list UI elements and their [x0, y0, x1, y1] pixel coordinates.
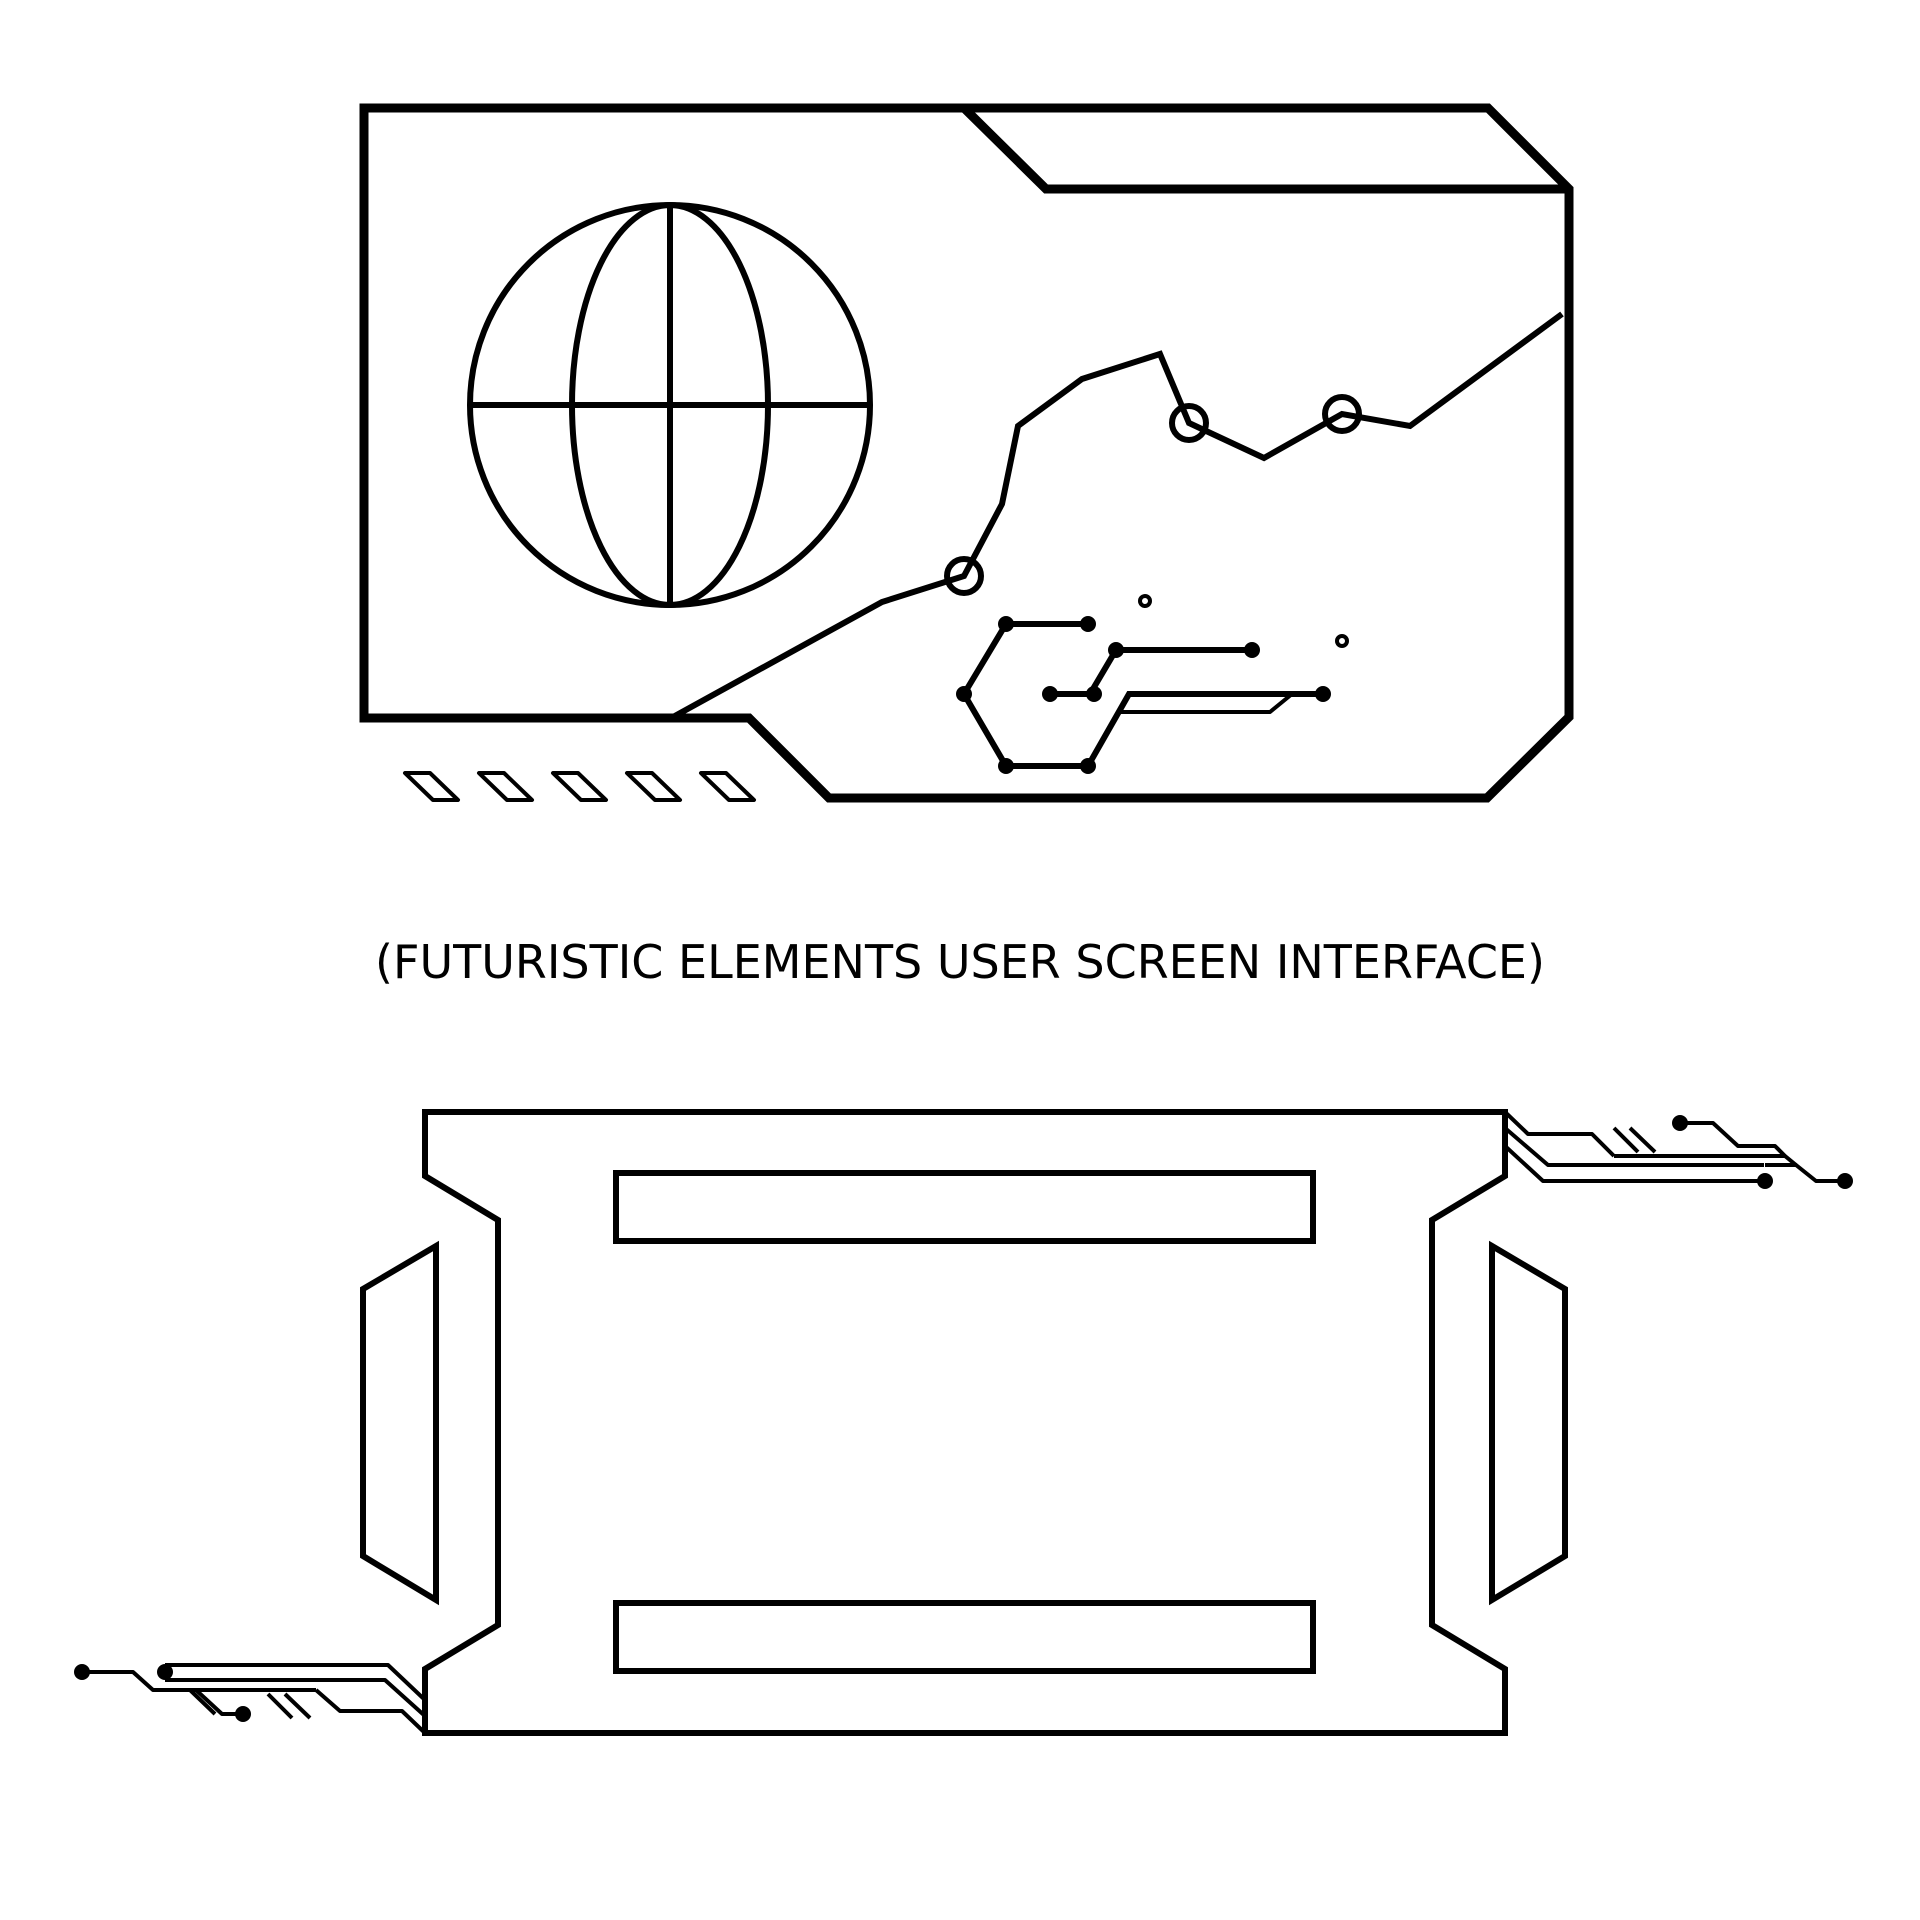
circuit-trace-top-right: [1503, 1110, 1853, 1189]
illustration-caption: (FUTURISTIC ELEMENTS USER SCREEN INTERFA…: [375, 935, 1545, 989]
circuit-trace-bottom-left: [74, 1663, 427, 1735]
bottom-panel-frame: [422, 1109, 1508, 1736]
top-bar-slot: [613, 1170, 1316, 1244]
bottom-bar-slot: [613, 1600, 1316, 1674]
top-hud-panel: [359, 103, 1574, 803]
network-nodes: [944, 394, 1362, 648]
top-panel-frame: [359, 103, 1574, 803]
top-panel-header-tab: [960, 104, 1569, 194]
globe-icon: [467, 202, 873, 608]
bottom-hud-panel: [74, 1109, 1853, 1736]
left-side-wing: [360, 1240, 439, 1606]
right-side-wing: [1489, 1240, 1568, 1606]
circuit-cluster: [956, 616, 1331, 774]
indicator-marks: [403, 771, 756, 802]
